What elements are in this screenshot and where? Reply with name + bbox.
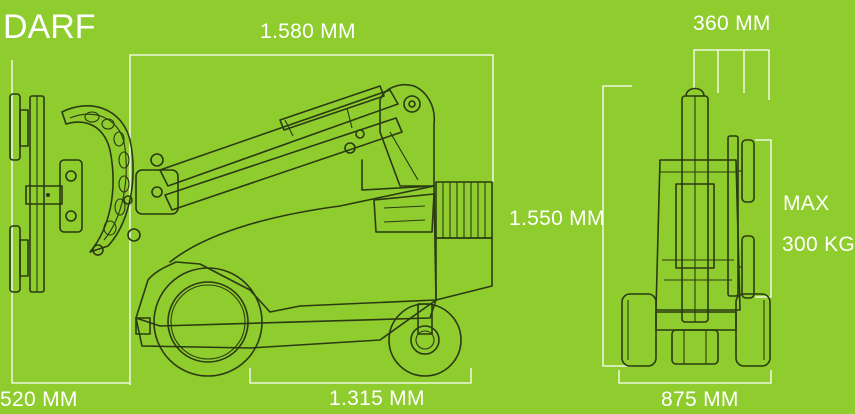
rotation-head [59, 159, 83, 233]
side-cup-top [741, 139, 755, 203]
overall-height-label: 1.550 MM [509, 207, 605, 230]
machine-body [135, 159, 437, 327]
boom-knuckle [379, 84, 436, 187]
counterweight [675, 183, 715, 269]
overall-width-label: 1.580 MM [260, 20, 356, 43]
dimension-lines [11, 49, 772, 385]
cup-frame [727, 135, 739, 297]
arm-reach-label: 520 MM [0, 388, 78, 411]
front-width-line [693, 49, 770, 100]
main-boom [159, 89, 399, 187]
side-view [9, 84, 493, 377]
main-boom-lower [164, 117, 403, 211]
front-caster [671, 329, 719, 365]
front-wheel [388, 303, 462, 377]
front-body [655, 159, 741, 311]
rear-wheel [153, 267, 263, 377]
max-load-value: 300 KG [782, 233, 855, 256]
body-panel [373, 193, 435, 233]
left-wheel [621, 293, 657, 367]
frame-joint [25, 185, 63, 205]
front-width-label: 360 MM [693, 12, 771, 35]
brand-logo: DARF [3, 8, 96, 46]
side-cup-bottom [741, 235, 755, 299]
front-view [621, 87, 771, 367]
stabilizer [135, 317, 151, 335]
track-width-label: 875 MM [661, 388, 739, 411]
wheelbase-line [249, 368, 472, 384]
right-wheel [735, 293, 771, 367]
hydraulic-cylinder [279, 85, 385, 131]
max-load-line [755, 139, 772, 298]
front-fork [417, 303, 433, 335]
chassis [135, 299, 437, 349]
track-width-line [618, 370, 772, 384]
curved-boom [61, 105, 134, 253]
overall-height-line [602, 85, 632, 367]
arm-joint [135, 169, 179, 215]
overall-width-line [129, 54, 494, 385]
arm-reach-line [11, 60, 130, 384]
wheelbase-label: 1.315 MM [329, 387, 425, 410]
axle [655, 311, 737, 331]
cup-mount [19, 239, 29, 277]
cup-mount [19, 109, 29, 147]
max-load-label: MAX [783, 192, 830, 215]
